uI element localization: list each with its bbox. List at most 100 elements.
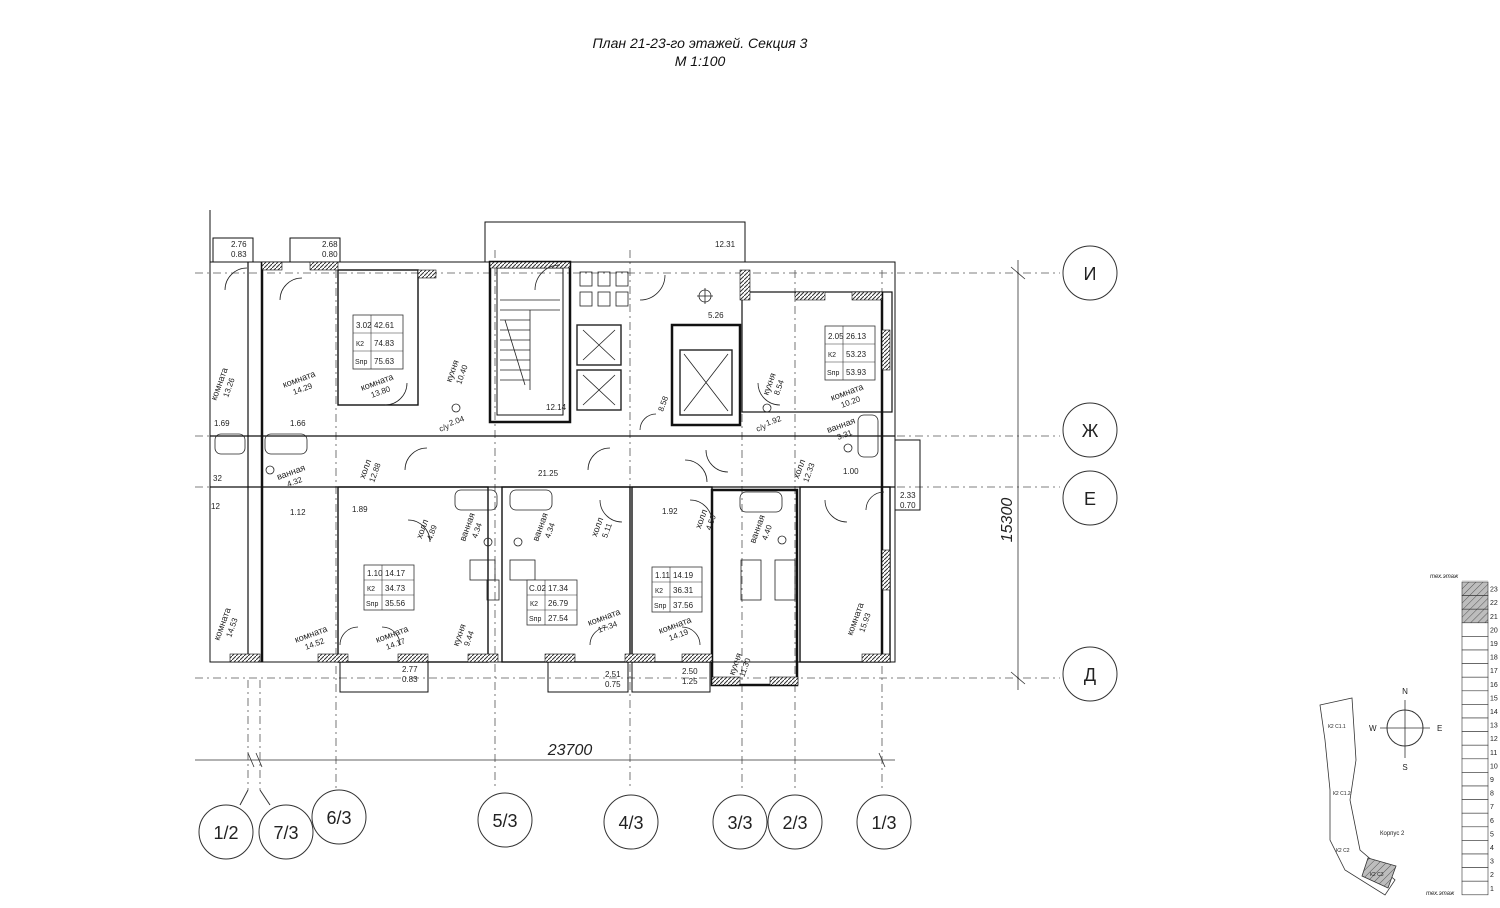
svg-text:W: W <box>1369 724 1377 733</box>
floor-cell-9 <box>1461 772 1489 787</box>
svg-text:1.10: 1.10 <box>367 569 383 578</box>
svg-text:53.93: 53.93 <box>846 368 867 377</box>
apartment-tables: 3.02 42.61 К2 74.83 Sпр 75.63 2.05 26.13… <box>352 314 876 626</box>
floor-number: 10 <box>1490 763 1498 770</box>
floor-cell-23 <box>1461 581 1489 596</box>
svg-text:Sпр: Sпр <box>654 603 666 610</box>
svg-text:1.89: 1.89 <box>352 505 368 514</box>
floor-cell-2 <box>1461 867 1489 882</box>
floor-number: 3 <box>1490 859 1494 866</box>
dimension-lines <box>195 260 1026 768</box>
svg-text:К2: К2 <box>367 586 375 593</box>
svg-text:6/3: 6/3 <box>326 808 351 828</box>
axis-marker-i <box>1062 245 1118 301</box>
apartment-table-c-02: С.02 17.34 К2 26.79 Sпр 27.54 <box>526 579 578 626</box>
svg-text:0.83: 0.83 <box>402 675 418 684</box>
svg-text:С.02: С.02 <box>529 584 546 593</box>
svg-text:7/3: 7/3 <box>273 823 298 843</box>
svg-text:2.50: 2.50 <box>682 667 698 676</box>
svg-text:74.83: 74.83 <box>374 339 395 348</box>
height-dimension: 15300 <box>999 498 1016 543</box>
svg-text:53.23: 53.23 <box>846 350 867 359</box>
svg-text:Ж: Ж <box>1082 421 1099 441</box>
svg-text:2.33: 2.33 <box>900 491 916 500</box>
floor-number: 19 <box>1490 641 1498 648</box>
svg-text:К2 С3: К2 С3 <box>1370 872 1384 878</box>
floor-number: 17 <box>1490 668 1498 675</box>
svg-text:Sпр: Sпр <box>366 601 378 608</box>
svg-text:1.00: 1.00 <box>843 467 859 476</box>
apartment-table-3-02: 3.02 42.61 К2 74.83 Sпр 75.63 <box>352 314 404 370</box>
width-dimension: 23700 <box>547 742 593 759</box>
floor-number: 20 <box>1490 627 1498 634</box>
floor-number: 14 <box>1490 709 1498 716</box>
svg-text:32: 32 <box>213 474 222 483</box>
floor-cell-20 <box>1461 622 1489 637</box>
svg-text:с/у: с/у <box>438 422 451 434</box>
svg-text:К2: К2 <box>530 601 538 608</box>
svg-text:Корпус 2: Корпус 2 <box>1380 831 1405 837</box>
floor-number: 15 <box>1490 695 1498 702</box>
floor-cell-17 <box>1461 663 1489 678</box>
svg-text:К2 С2: К2 С2 <box>1336 848 1350 854</box>
svg-text:17.34: 17.34 <box>548 584 569 593</box>
floor-number: 22 <box>1490 600 1498 607</box>
svg-text:12.14: 12.14 <box>546 403 567 412</box>
svg-text:14.17: 14.17 <box>385 569 406 578</box>
svg-text:1.69: 1.69 <box>214 419 230 428</box>
apartment-table-1-10: 1.10 14.17 К2 34.73 Sпр 35.56 <box>363 564 415 611</box>
svg-text:26.79: 26.79 <box>548 599 569 608</box>
floor-cell-11 <box>1461 744 1489 760</box>
floor-cell-15 <box>1461 690 1489 705</box>
floor-cell-14 <box>1461 704 1489 719</box>
floor-cell-12 <box>1461 731 1489 746</box>
floor-cell-7 <box>1461 799 1489 814</box>
floor-cell-13 <box>1461 717 1489 732</box>
floor-number: 8 <box>1490 791 1494 798</box>
floor-cell-21 <box>1461 608 1489 624</box>
floor-cell-3 <box>1461 853 1489 868</box>
svg-text:2/3: 2/3 <box>782 813 807 833</box>
floor-number: 21 <box>1490 614 1498 621</box>
svg-text:5.26: 5.26 <box>708 311 724 320</box>
floor-number: 2 <box>1490 872 1494 879</box>
compass-icon: N S E W <box>1369 687 1442 772</box>
apartment-table-2-05: 2.05 26.13 К2 53.23 Sпр 53.93 <box>824 325 876 381</box>
floor-number: 23 <box>1490 587 1498 594</box>
floor-number: 4 <box>1490 845 1494 852</box>
svg-text:0.80: 0.80 <box>322 250 338 259</box>
misc-labels: 2.76 0.83 2.68 0.80 12.14 21.25 12.31 5.… <box>211 240 916 689</box>
building-key-plan <box>1319 697 1397 896</box>
axis-marker-e <box>1062 470 1118 526</box>
svg-text:К2: К2 <box>655 588 663 595</box>
svg-text:3/3: 3/3 <box>727 813 752 833</box>
floor-cell-1 <box>1461 880 1489 896</box>
svg-text:36.31: 36.31 <box>673 586 694 595</box>
svg-text:1.25: 1.25 <box>682 677 698 686</box>
floor-key-top-label: тех.этаж <box>1430 574 1459 580</box>
axis-marker-d <box>1062 646 1118 702</box>
svg-text:1.12: 1.12 <box>290 508 306 517</box>
svg-text:Sпр: Sпр <box>355 359 367 366</box>
axis-lines <box>195 250 1060 790</box>
svg-text:N: N <box>1402 687 1408 696</box>
svg-text:S: S <box>1402 763 1407 772</box>
floor-cell-5 <box>1461 826 1489 841</box>
svg-text:1.11: 1.11 <box>655 571 671 580</box>
floor-number: 18 <box>1490 655 1498 662</box>
column-axis-leaders <box>239 789 271 806</box>
svg-text:0.83: 0.83 <box>231 250 247 259</box>
floor-number: 7 <box>1490 804 1494 811</box>
